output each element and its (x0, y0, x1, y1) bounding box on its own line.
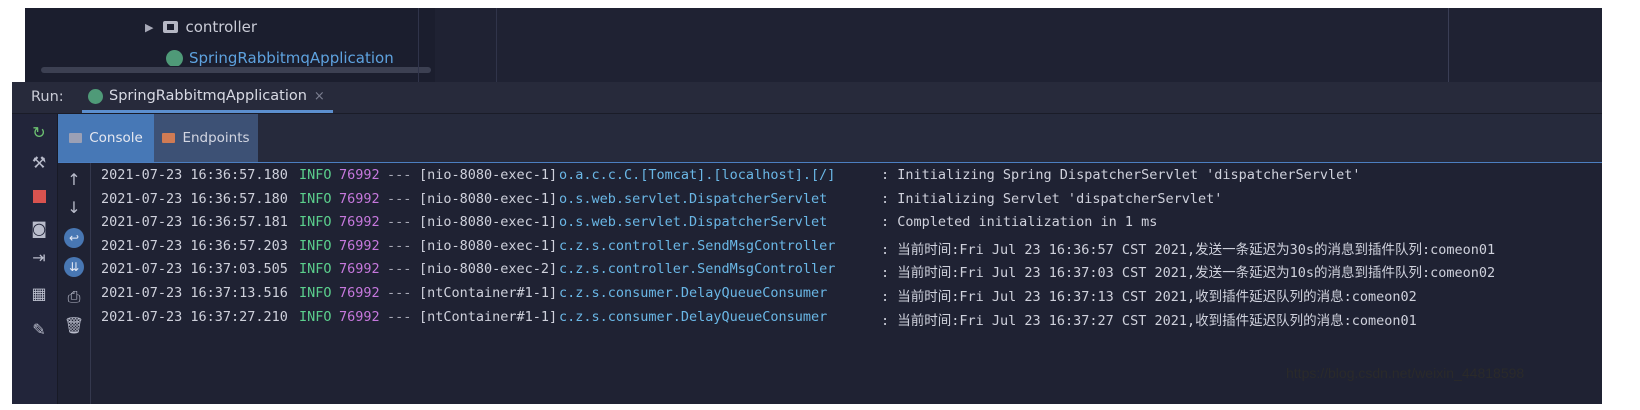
log-logger: c.z.s.controller.SendMsgController (559, 261, 836, 278)
log-separator: --- (387, 261, 412, 278)
log-thread: [nio-8080-exec-1] (419, 167, 558, 183)
log-thread: [ntContainer#1-1] (419, 285, 558, 301)
tab-console[interactable]: Console (58, 114, 154, 162)
tree-item-label: SpringRabbitmqApplication (189, 50, 394, 66)
log-logger: c.z.s.consumer.DelayQueueConsumer (559, 285, 828, 301)
log-level: INFO (299, 237, 332, 254)
print-icon[interactable]: ⎙ (67, 287, 81, 306)
log-pid: 76992 (339, 285, 380, 301)
log-level: INFO (299, 190, 332, 207)
expand-arrow-icon[interactable]: ▶ (145, 20, 154, 34)
console-toolbar: ↑ ↓ ↩ ⇊ ⎙ 🗑 (58, 163, 91, 404)
log-timestamp: 2021-07-23 16:37:13.516 (101, 285, 288, 301)
endpoints-icon (162, 133, 176, 143)
log-thread: [ntContainer#1-1] (419, 308, 558, 325)
log-level: INFO (299, 167, 332, 183)
log-timestamp: 2021-07-23 16:36:57.203 (101, 237, 288, 254)
run-left-toolbar: ↻ ⚒ ◙ ⇥ ▦ ✎ (12, 114, 58, 404)
log-separator: --- (387, 285, 412, 301)
close-icon[interactable]: × (313, 88, 325, 104)
horizontal-scrollbar[interactable] (41, 67, 431, 73)
run-tab-label: SpringRabbitmqApplication (109, 88, 307, 104)
log-pid: 76992 (339, 261, 380, 278)
log-message: : 当前时间:Fri Jul 23 16:37:03 CST 2021,发送一条… (881, 265, 1496, 282)
tree-item-label: controller (185, 18, 258, 36)
log-logger: c.z.s.consumer.DelayQueueConsumer (559, 308, 828, 325)
spring-boot-icon (166, 50, 183, 66)
soft-wrap-icon[interactable]: ↩ (63, 228, 85, 248)
log-timestamp: 2021-07-23 16:37:27.210 (101, 308, 288, 325)
scroll-to-end-icon[interactable]: ⇊ (63, 257, 85, 277)
log-message: : 当前时间:Fri Jul 23 16:37:13 CST 2021,收到插件… (881, 289, 1417, 305)
editor-gutter-divider (496, 8, 497, 82)
run-tool-bar: Run: SpringRabbitmqApplication × (12, 82, 1602, 114)
folder-icon (163, 21, 179, 33)
log-message: : Initializing Spring DispatcherServlet … (881, 167, 1361, 183)
log-pid: 76992 (339, 308, 380, 325)
project-tree: ▶ controller SpringRabbitmqApplication (25, 8, 435, 82)
tab-console-label: Console (89, 130, 143, 146)
run-tab[interactable]: SpringRabbitmqApplication × (82, 82, 333, 113)
tree-item-app[interactable]: SpringRabbitmqApplication (166, 50, 394, 66)
log-logger: o.s.web.servlet.DispatcherServlet (559, 190, 828, 207)
log-timestamp: 2021-07-23 16:36:57.180 (101, 167, 288, 183)
stop-icon[interactable] (28, 189, 50, 207)
tab-endpoints[interactable]: Endpoints (154, 114, 258, 162)
run-label: Run: (31, 89, 64, 105)
watermark: https://blog.csdn.net/weixin_44818598 (1286, 365, 1525, 381)
log-logger: o.a.c.c.C.[Tomcat].[localhost].[/] (559, 167, 836, 183)
log-timestamp: 2021-07-23 16:36:57.181 (101, 214, 288, 231)
log-message: : 当前时间:Fri Jul 23 16:37:27 CST 2021,收到插件… (881, 312, 1417, 329)
log-message: : Initializing Servlet 'dispatcherServle… (881, 190, 1223, 207)
log-timestamp: 2021-07-23 16:36:57.180 (101, 190, 288, 207)
log-timestamp: 2021-07-23 16:37:03.505 (101, 261, 288, 278)
log-separator: --- (387, 214, 412, 231)
log-pid: 76992 (339, 214, 380, 231)
log-separator: --- (387, 190, 412, 207)
console-icon (69, 133, 83, 143)
log-level: INFO (299, 214, 332, 231)
log-thread: [nio-8080-exec-1] (419, 190, 558, 207)
rerun-icon[interactable]: ↻ (32, 123, 46, 142)
log-logger: o.s.web.servlet.DispatcherServlet (559, 214, 828, 231)
editor-divider (418, 8, 419, 82)
run-subtabs: Console Endpoints (58, 114, 1602, 163)
log-thread: [nio-8080-exec-2] (419, 261, 558, 278)
log-message: : 当前时间:Fri Jul 23 16:36:57 CST 2021,发送一条… (881, 241, 1496, 258)
log-separator: --- (387, 237, 412, 254)
log-separator: --- (387, 308, 412, 325)
trash-icon[interactable]: 🗑 (63, 316, 85, 335)
camera-icon[interactable]: ◙ (31, 219, 47, 238)
wrench-icon[interactable]: ⚒ (31, 153, 47, 172)
log-level: INFO (299, 308, 332, 325)
log-pid: 76992 (339, 190, 380, 207)
log-thread: [nio-8080-exec-1] (419, 237, 558, 254)
tab-endpoints-label: Endpoints (182, 130, 250, 146)
arrow-up-icon[interactable]: ↑ (67, 170, 81, 189)
ide-window: ▶ controller SpringRabbitmqApplication R… (12, 8, 1602, 404)
log-thread: [nio-8080-exec-1] (419, 214, 558, 231)
log-level: INFO (299, 261, 332, 278)
spring-boot-icon (88, 88, 103, 104)
right-margin-line (1448, 8, 1449, 82)
log-pid: 76992 (339, 237, 380, 254)
log-separator: --- (387, 167, 412, 183)
pin-icon[interactable]: ✎ (32, 320, 46, 339)
log-logger: c.z.s.controller.SendMsgController (559, 237, 836, 254)
arrow-down-icon[interactable]: ↓ (67, 198, 81, 217)
layout-icon[interactable]: ▦ (31, 284, 47, 303)
log-pid: 76992 (339, 167, 380, 183)
exit-icon[interactable]: ⇥ (32, 248, 46, 267)
log-level: INFO (299, 285, 332, 301)
left-margin (12, 8, 25, 82)
tree-item-controller[interactable]: ▶ controller (145, 18, 257, 36)
log-message: : Completed initialization in 1 ms (881, 214, 1158, 231)
